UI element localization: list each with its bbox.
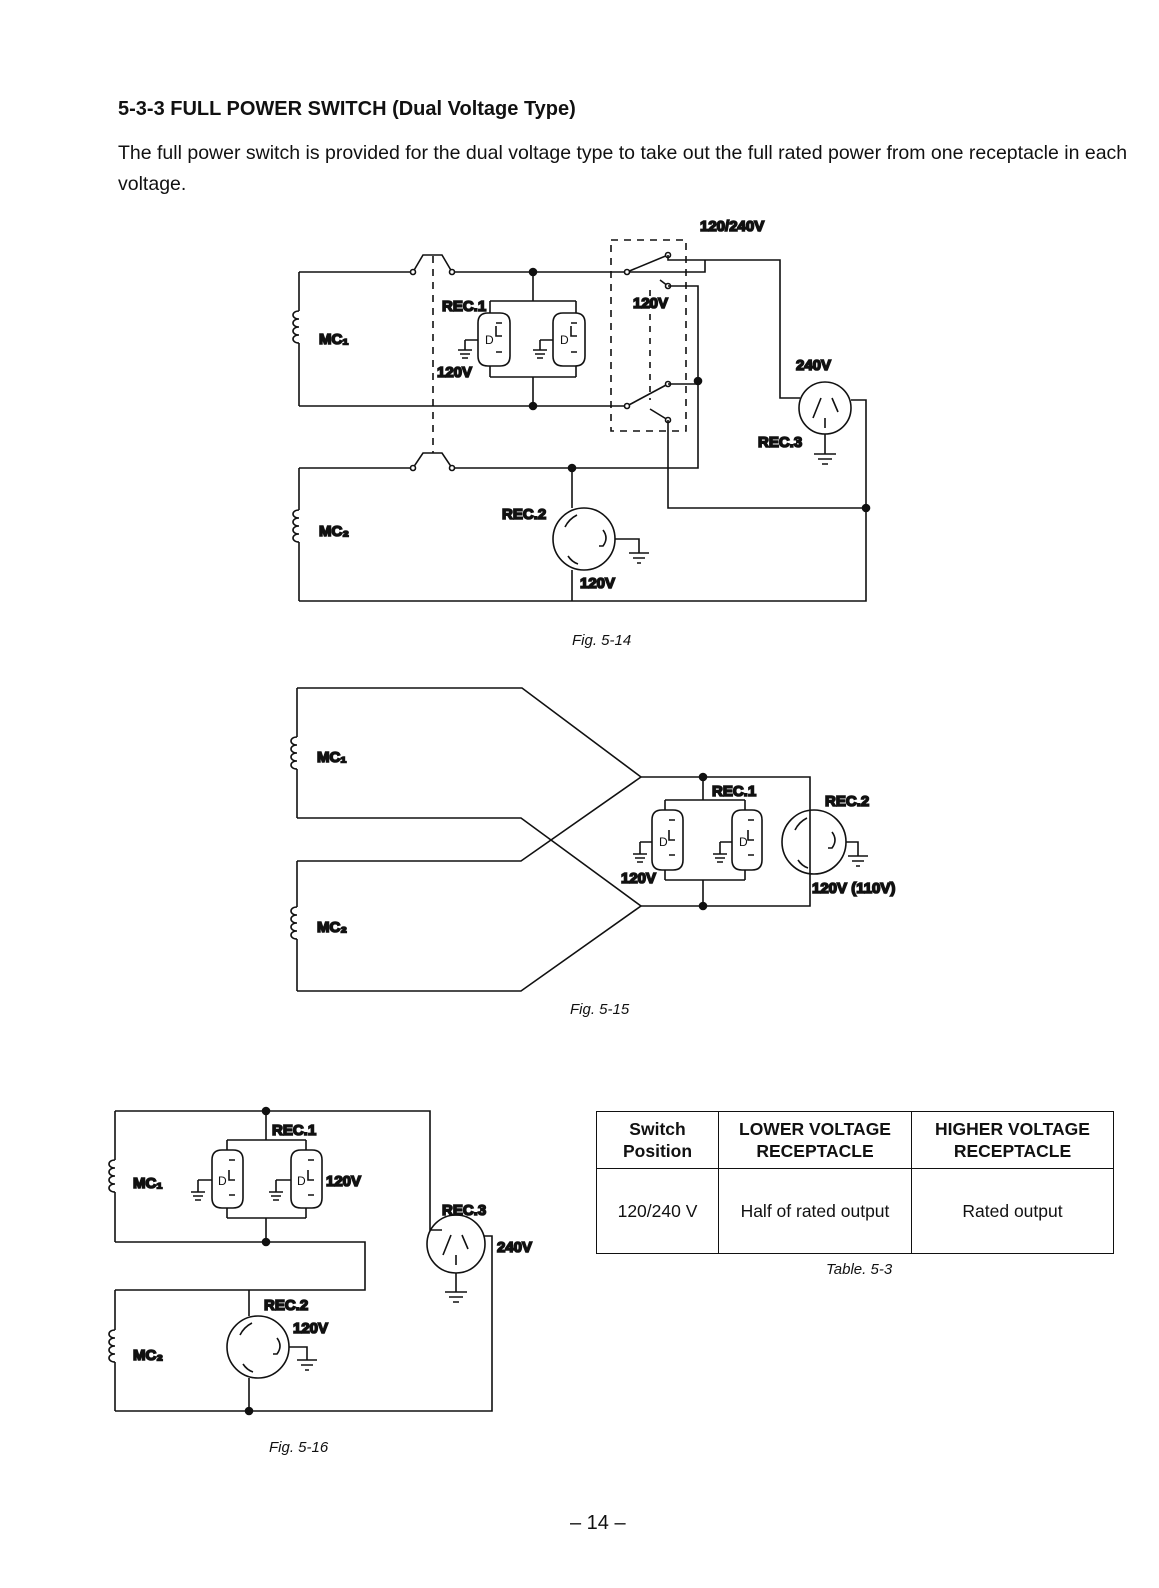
rec1-duplex-icon: [191, 1149, 323, 1209]
table-cell: Rated output: [911, 1168, 1114, 1254]
table-cell: 120/240 V: [596, 1168, 719, 1254]
table-header: Switch Position: [596, 1111, 719, 1169]
svg-text:MC₁: MC₁: [317, 749, 347, 766]
svg-text:D: D: [297, 1174, 306, 1188]
figure-5-15: D D MC₁ MC₂ REC.1 REC.2 120V 120V (110V)…: [290, 687, 896, 1018]
table-header: HIGHER VOLTAGE RECEPTACLE: [911, 1111, 1114, 1169]
svg-text:240V: 240V: [497, 1239, 532, 1256]
svg-text:120V: 120V: [293, 1320, 328, 1337]
svg-text:120V (110V): 120V (110V): [812, 880, 895, 897]
svg-text:D: D: [659, 835, 668, 849]
figure-5-16: D D MC₁ MC₂ REC.1 120V REC.3 240V REC.2 …: [108, 1106, 533, 1456]
svg-text:D: D: [218, 1174, 227, 1188]
switch-position-table: Switch Position LOWER VOLTAGE RECEPTACLE…: [596, 1111, 1114, 1254]
table-row: 120/240 V Half of rated output Rated out…: [596, 1168, 1114, 1254]
svg-text:D: D: [560, 333, 569, 347]
svg-text:240V: 240V: [796, 357, 831, 374]
svg-text:REC.2: REC.2: [825, 793, 869, 810]
fig-5-16-caption: Fig. 5-16: [269, 1439, 329, 1456]
rec2-receptacle-icon: [781, 809, 868, 875]
fig-5-14-caption: Fig. 5-14: [572, 632, 631, 649]
svg-text:REC.3: REC.3: [758, 434, 802, 451]
mc1-coil-icon: [290, 688, 298, 818]
section-paragraph: The full power switch is provided for th…: [118, 142, 1128, 195]
svg-text:120V: 120V: [621, 870, 656, 887]
svg-text:D: D: [485, 333, 494, 347]
svg-text:REC.2: REC.2: [502, 506, 546, 523]
svg-text:120/240V: 120/240V: [700, 218, 764, 235]
rec1-duplex-icon: [633, 809, 763, 871]
mc2-coil-icon: [290, 861, 298, 991]
table-caption: Table. 5-3: [826, 1261, 893, 1278]
table-header: LOWER VOLTAGE RECEPTACLE: [718, 1111, 912, 1169]
figure-5-14: D D: [292, 217, 871, 649]
svg-text:MC₁: MC₁: [319, 331, 349, 348]
section-heading: 5-3-3 FULL POWER SWITCH (Dual Voltage Ty…: [118, 98, 576, 120]
svg-text:REC.2: REC.2: [264, 1297, 308, 1314]
svg-text:D: D: [739, 835, 748, 849]
fig-5-15-caption: Fig. 5-15: [570, 1001, 630, 1018]
mc1-coil-icon: [292, 272, 300, 406]
svg-text:REC.1: REC.1: [272, 1122, 316, 1139]
mc2-coil-icon: [292, 468, 300, 601]
svg-text:120V: 120V: [326, 1173, 361, 1190]
table-header-row: Switch Position LOWER VOLTAGE RECEPTACLE…: [596, 1111, 1114, 1169]
svg-text:MC₁: MC₁: [133, 1175, 163, 1192]
svg-text:120V: 120V: [633, 295, 668, 312]
mc2-coil-icon: [108, 1290, 116, 1411]
svg-text:120V: 120V: [437, 364, 472, 381]
svg-text:REC.3: REC.3: [442, 1202, 486, 1219]
svg-text:MC₂: MC₂: [319, 523, 349, 540]
rec2-receptacle-icon: [552, 507, 649, 571]
svg-text:MC₂: MC₂: [133, 1347, 163, 1364]
rec2-receptacle-icon: [226, 1315, 317, 1379]
table-cell: Half of rated output: [718, 1168, 912, 1254]
page-number: – 14 –: [570, 1512, 626, 1534]
rec1-duplex-icon: [458, 312, 586, 367]
rec3-receptacle-icon: [426, 1214, 486, 1303]
svg-text:REC.1: REC.1: [442, 298, 486, 315]
svg-text:120V: 120V: [580, 575, 615, 592]
svg-text:REC.1: REC.1: [712, 783, 756, 800]
rec3-receptacle-icon: [798, 381, 867, 508]
mc1-coil-icon: [108, 1111, 116, 1242]
svg-text:MC₂: MC₂: [317, 919, 347, 936]
